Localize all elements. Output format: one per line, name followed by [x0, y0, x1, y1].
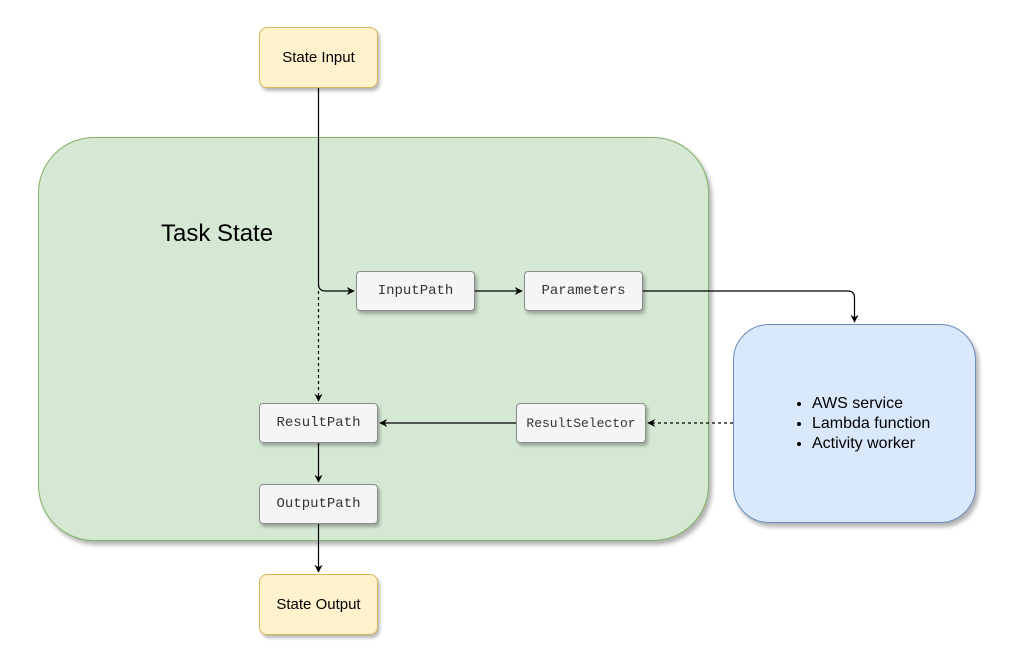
target-item-activity-worker: Activity worker — [812, 434, 930, 454]
state-output-node: State Output — [259, 574, 378, 635]
state-input-node: State Input — [259, 27, 378, 88]
target-item-aws-service: AWS service — [812, 394, 930, 414]
task-target-list: AWS service Lambda function Activity wor… — [734, 394, 930, 454]
target-item-lambda-function: Lambda function — [812, 414, 930, 434]
result-selector-node: ResultSelector — [516, 403, 646, 443]
output-path-node: OutputPath — [259, 484, 378, 524]
result-path-node: ResultPath — [259, 403, 378, 443]
task-state-title: Task State — [161, 220, 274, 247]
task-state-container — [38, 137, 709, 541]
task-target-box: AWS service Lambda function Activity wor… — [733, 324, 976, 523]
parameters-node: Parameters — [524, 271, 643, 311]
input-path-node: InputPath — [356, 271, 475, 311]
